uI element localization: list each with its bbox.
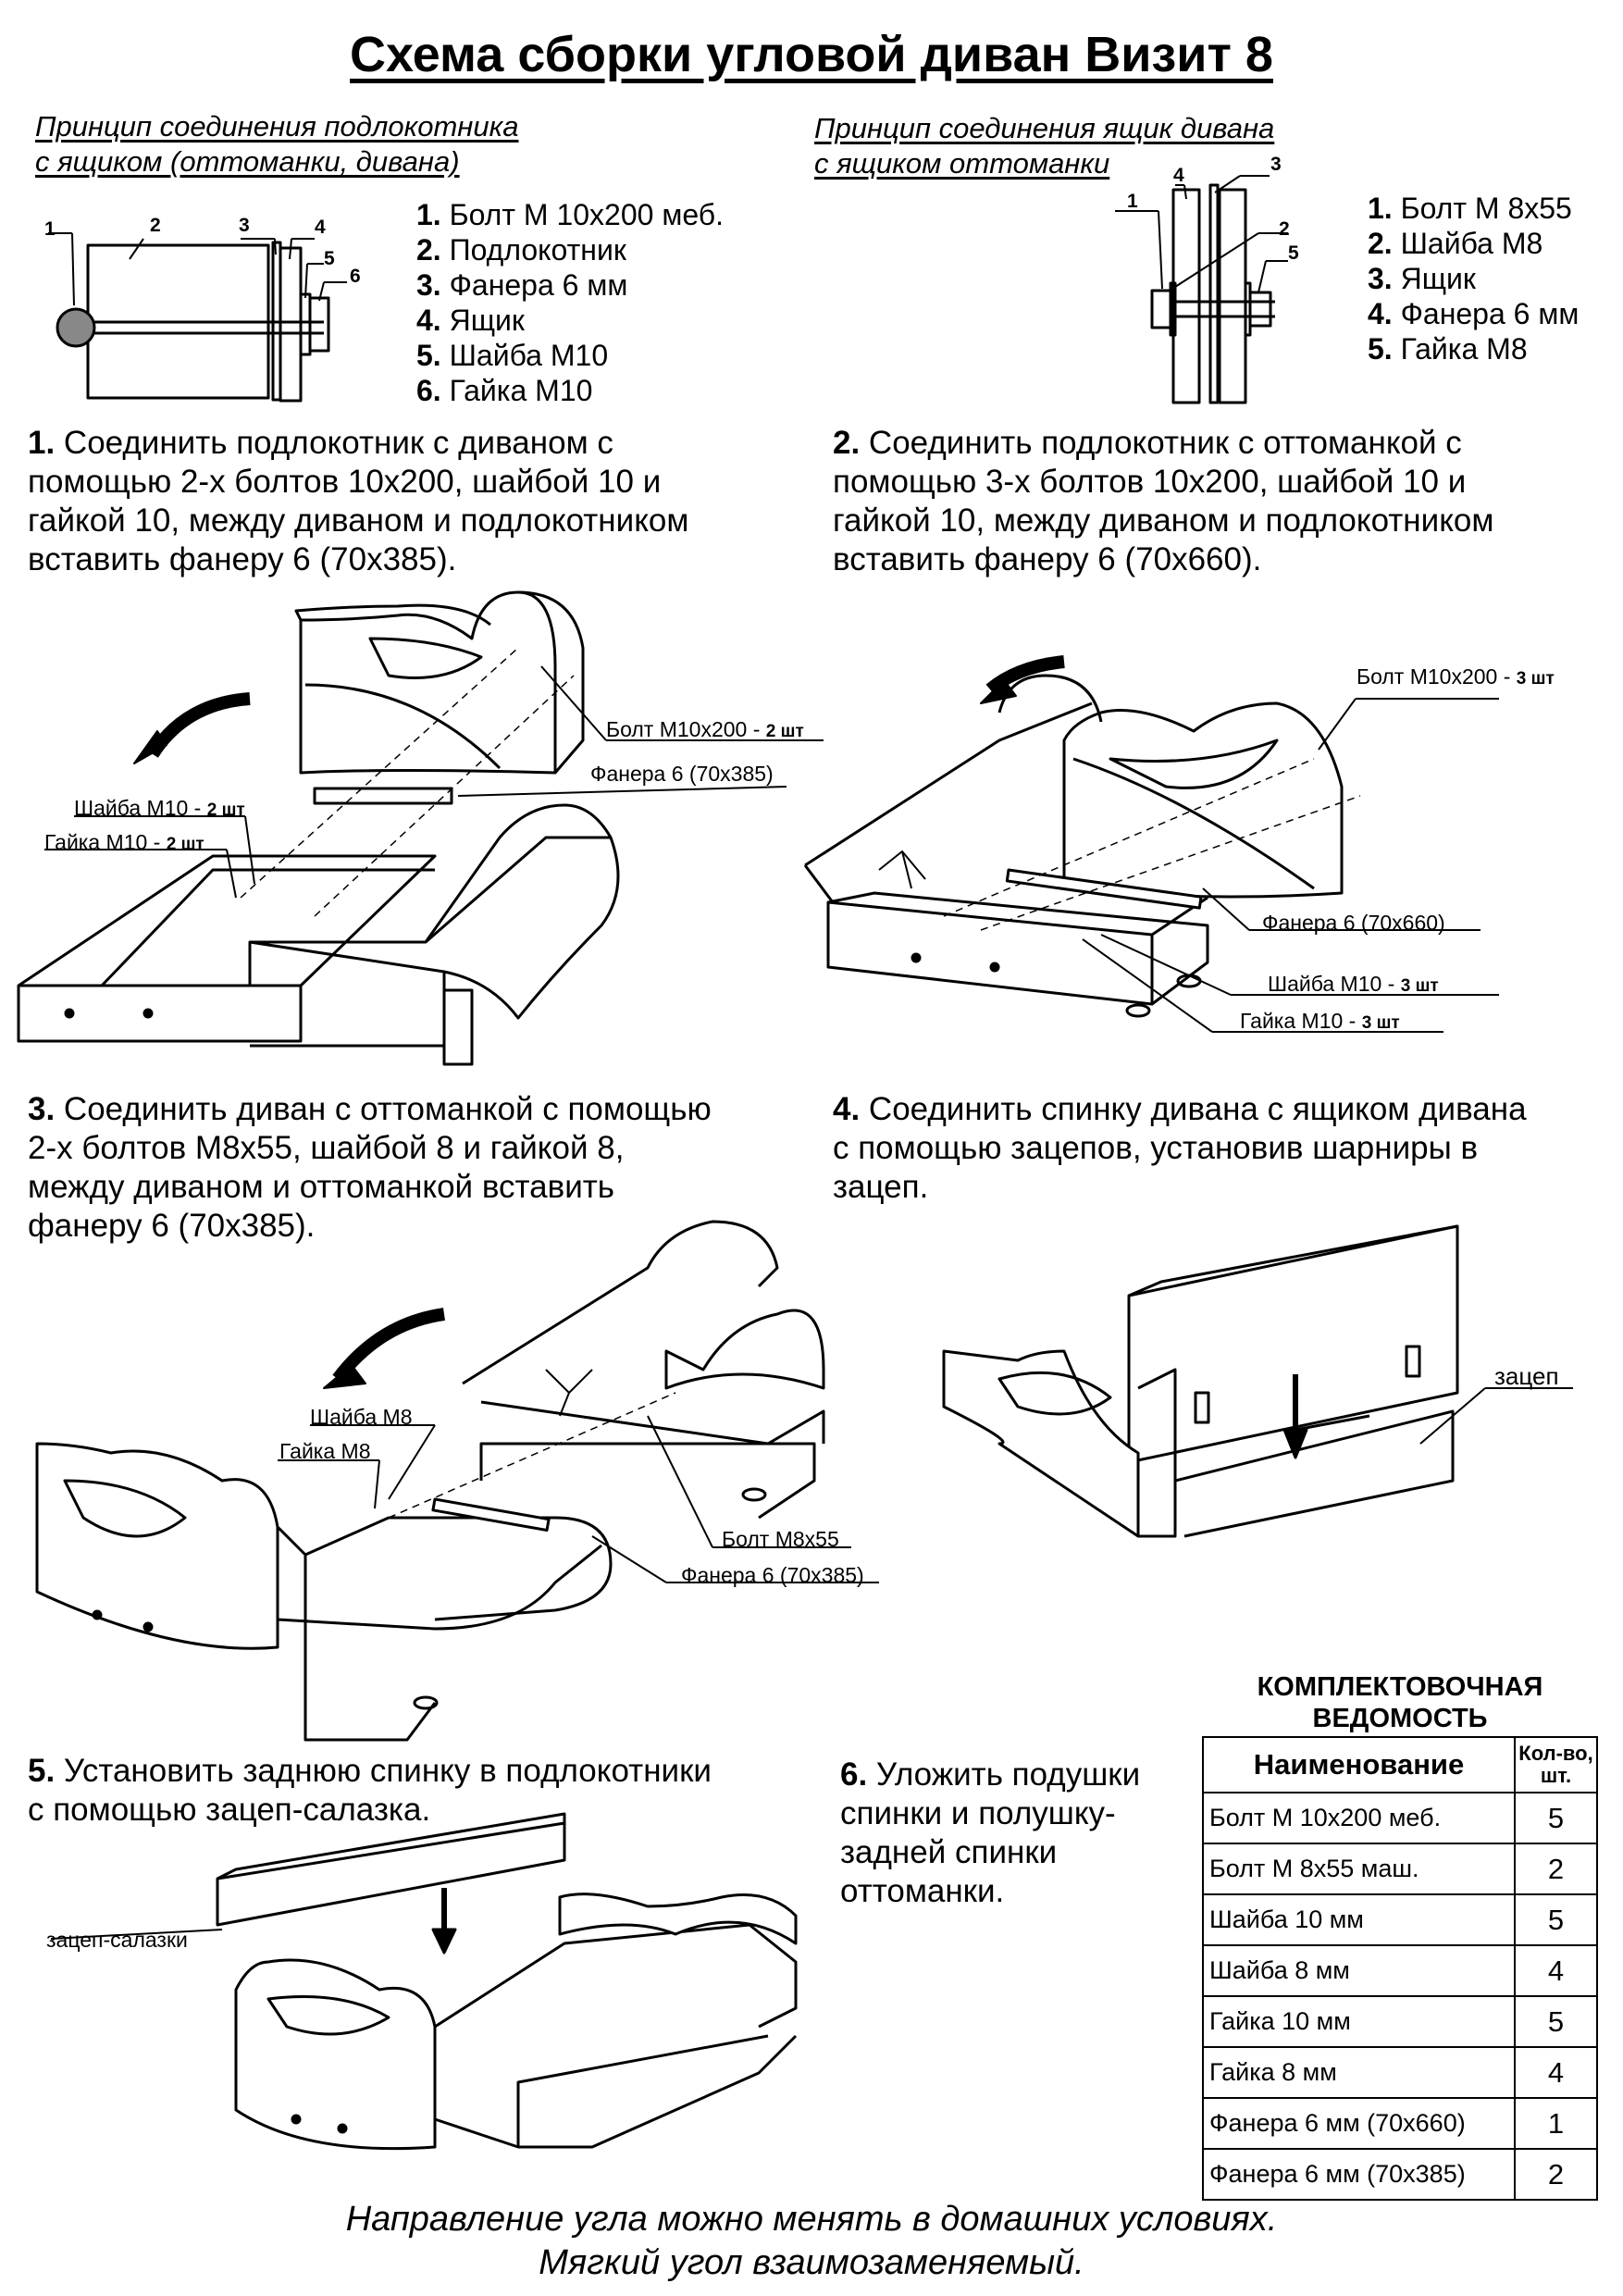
d2-nut-label: Гайка М10 - 3 шт bbox=[1240, 1009, 1400, 1033]
part-item: 5. Шайба М10 bbox=[416, 339, 609, 372]
d1-bolt-label: Болт М10x200 - 2 шт bbox=[606, 717, 804, 741]
step5-drawing bbox=[50, 1812, 798, 2151]
callout-4: 4 bbox=[1173, 165, 1184, 186]
d1-plywood-label: Фанера 6 (70x385) bbox=[590, 762, 774, 786]
principle1-heading-line2: с ящиком (оттоманки, дивана) bbox=[35, 145, 460, 178]
table-row: Болт М 10x200 меб.5 bbox=[1202, 1792, 1598, 1844]
part-item: 3. Ящик bbox=[1368, 262, 1476, 295]
step4-drawing bbox=[942, 1224, 1573, 1538]
part-item: 1. Болт М 10x200 меб. bbox=[416, 198, 724, 231]
d1-washer-label: Шайба М10 - 2 шт bbox=[74, 796, 245, 820]
callout-2: 2 bbox=[150, 215, 161, 236]
step3-drawing bbox=[35, 1220, 879, 1742]
kit-title: КОМПЛЕКТОВОЧНАЯ ВЕДОМОСТЬ bbox=[1257, 1672, 1543, 1733]
step5-text: 5. Установить заднюю спинку в подлокотни… bbox=[28, 1753, 712, 1828]
callout-3: 3 bbox=[239, 215, 250, 236]
step3-text: 3. Соединить диван с оттоманкой с помощь… bbox=[28, 1091, 712, 1244]
callout-2: 2 bbox=[1279, 218, 1290, 240]
part-item: 3. Фанера 6 мм bbox=[416, 268, 628, 302]
callout-1: 1 bbox=[1127, 191, 1138, 212]
table-header-row: Наименование Кол-во,шт. bbox=[1202, 1736, 1598, 1793]
step2-drawing bbox=[803, 655, 1499, 1033]
page-title: Схема сборки угловой диван Визит 8 bbox=[350, 27, 1273, 82]
table-row: Фанера 6 мм (70x385)2 bbox=[1202, 2148, 1598, 2201]
part-item: 4. Фанера 6 мм bbox=[1368, 297, 1580, 330]
callout-4: 4 bbox=[315, 217, 326, 238]
part-item: 5. Гайка М8 bbox=[1368, 332, 1528, 366]
kit-table: Наименование Кол-во,шт. Болт М 10x200 ме… bbox=[1202, 1736, 1598, 2201]
principle1-heading-line1: Принцип соединения подлокотника bbox=[35, 110, 519, 143]
d2-plywood-label: Фанера 6 (70x660) bbox=[1262, 911, 1445, 935]
principle1-parts-list: 1. Болт М 10x200 меб. 2. Подлокотник 3. … bbox=[416, 197, 724, 408]
callout-5: 5 bbox=[324, 248, 335, 269]
part-item: 4. Ящик bbox=[416, 304, 525, 337]
d3-plywood-label: Фанера 6 (70x385) bbox=[681, 1563, 864, 1587]
box-joint-diagram bbox=[1115, 175, 1288, 404]
callout-1: 1 bbox=[44, 218, 56, 240]
table-row: Болт М 8x55 маш.2 bbox=[1202, 1843, 1598, 1895]
step1-drawing bbox=[17, 590, 824, 1066]
principle2-heading-line1: Принцип соединения ящик дивана bbox=[814, 112, 1275, 144]
part-item: 2. Шайба М8 bbox=[1368, 227, 1543, 260]
step6-text: 6. Уложить подушки спинки и полушку- зад… bbox=[840, 1756, 1141, 1909]
d3-bolt-label: Болт М8x55 bbox=[722, 1527, 839, 1551]
callout-6: 6 bbox=[350, 266, 361, 287]
d5-hook-label: зацеп-салазки bbox=[46, 1928, 188, 1952]
table-row: Фанера 6 мм (70x660)1 bbox=[1202, 2097, 1598, 2150]
d3-nut-label: Гайка М8 bbox=[279, 1439, 371, 1463]
part-item: 2. Подлокотник bbox=[416, 233, 626, 267]
principle2-parts-list: 1. Болт М 8x55 2. Шайба М8 3. Ящик 4. Фа… bbox=[1368, 191, 1579, 366]
footer-note: Направление угла можно менять в домашних… bbox=[345, 2200, 1278, 2282]
callout-5: 5 bbox=[1288, 242, 1299, 264]
part-item: 6. Гайка М10 bbox=[416, 374, 593, 407]
step4-text: 4. Соединить спинку дивана с ящиком дива… bbox=[833, 1091, 1527, 1205]
col-qty-header: Кол-во,шт. bbox=[1514, 1736, 1598, 1793]
d1-nut-label: Гайка М10 - 2 шт bbox=[44, 830, 204, 854]
d4-hook-label: зацеп bbox=[1494, 1362, 1559, 1390]
callout-3: 3 bbox=[1270, 154, 1282, 175]
d3-washer-label: Шайба М8 bbox=[310, 1405, 413, 1429]
principle2-heading-line2: с ящиком оттоманки bbox=[814, 147, 1110, 180]
step2-text: 2. Соединить подлокотник с оттоманкой с … bbox=[833, 425, 1494, 577]
part-item: 1. Болт М 8x55 bbox=[1368, 192, 1572, 225]
armrest-joint-diagram bbox=[48, 232, 347, 403]
col-name-header: Наименование bbox=[1202, 1736, 1516, 1793]
d2-washer-label: Шайба М10 - 3 шт bbox=[1268, 972, 1439, 996]
step1-text: 1. Соединить подлокотник с диваном с пом… bbox=[28, 425, 689, 577]
d2-bolt-label: Болт М10x200 - 3 шт bbox=[1357, 664, 1555, 689]
